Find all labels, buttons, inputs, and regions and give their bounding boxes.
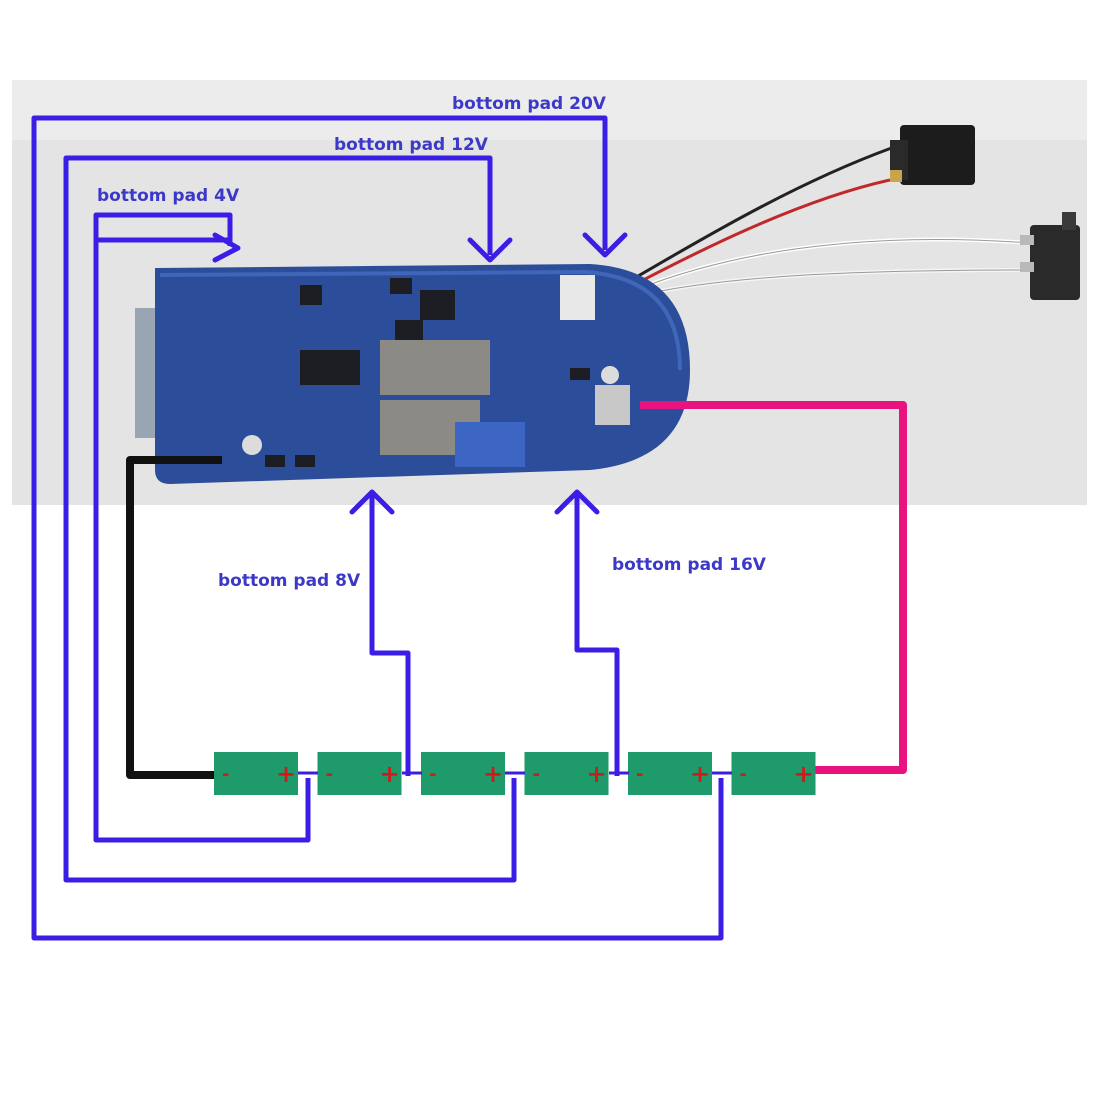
connector-cables [627,143,1031,300]
cell-minus-sign: - [740,764,747,785]
arrow-4v [212,232,241,263]
black-wire [126,456,222,779]
cell-minus-sign: - [533,764,540,785]
cell-body [214,752,298,795]
pcb-board [135,264,690,484]
battery-cell: -+ [317,752,402,795]
label-pad-20v: bottom pad 20V [452,94,607,114]
wire-4v [93,237,311,843]
battery-cell: -+ [731,752,816,795]
cell-minus-sign: - [429,764,436,785]
arrow-20v [582,232,628,258]
cell-minus-sign: - [636,764,643,785]
wire-12v [63,155,517,883]
cell-body [628,752,712,795]
battery-cell: -+ [628,752,712,795]
battery-cell: -+ [524,752,609,795]
cell-minus-sign: - [222,764,229,785]
cell-plus-sign: + [690,760,710,788]
cell-body [421,752,505,795]
label-pad-12v: bottom pad 12V [334,135,489,155]
wire-8v [369,495,411,776]
arrow-12v [467,237,513,263]
cell-plus-sign: + [794,760,814,788]
label-pad-8v: bottom pad 8V [218,571,361,591]
cell-plus-sign: + [483,760,503,788]
cell-plus-sign: + [380,760,400,788]
arrow-8v [349,489,395,515]
arrowheads [212,232,628,515]
arrow-16v [554,489,600,515]
cell-body [524,752,609,795]
label-pad-4v: bottom pad 4V [97,186,240,206]
battery-cells: -+-+-+-+-+-+ [214,752,816,795]
battery-cell: -+ [214,752,298,795]
cell-plus-sign: + [587,760,607,788]
black-connector [890,125,975,185]
label-pad-16v: bottom pad 16V [612,555,767,575]
cell-minus-sign: - [326,764,333,785]
battery-cell: -+ [421,752,505,795]
cell-plus-sign: + [276,760,296,788]
cell-body [731,752,816,795]
pink-wire [640,401,907,774]
wire-20v [31,115,724,941]
cell-body [317,752,402,795]
wire-16v [574,495,620,776]
micro-switch [1020,212,1080,300]
